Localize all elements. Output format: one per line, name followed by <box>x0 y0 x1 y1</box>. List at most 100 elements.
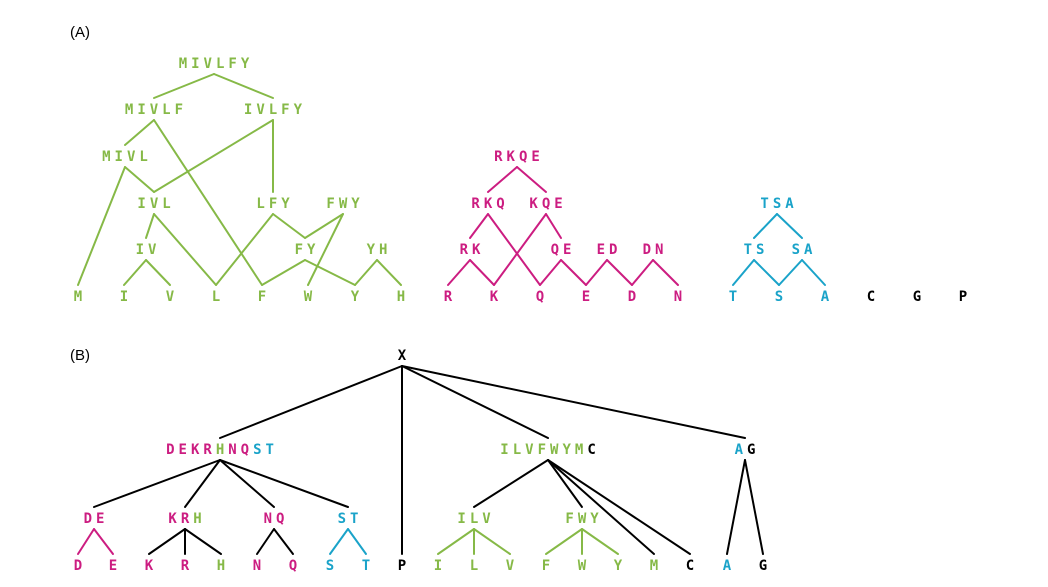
node-a-i-part-0: I <box>120 289 132 305</box>
edge-a-kqe-to-k <box>493 213 547 286</box>
node-b-ilvfwymc: ILVFWYMC <box>500 442 599 458</box>
edge-a-fwy-to-fy <box>304 213 344 239</box>
node-a-k-part-0: K <box>490 289 502 305</box>
node-b-krh-part-1: H <box>193 511 205 527</box>
node-b-ilvfwymc-part-0: ILVFWYM <box>500 442 587 458</box>
node-b-ilv: ILV <box>457 511 494 527</box>
edge-b-dekrhnqst-to-st <box>219 459 349 508</box>
node-b-x-part-0: X <box>398 348 410 364</box>
edge-a-mivl-to-ivl <box>124 166 155 193</box>
node-b-st-part-0: ST <box>338 511 363 527</box>
edge-b-dekrhnqst-to-de <box>93 459 221 508</box>
node-a-ed: ED <box>597 242 622 258</box>
edge-b-x-to-ag <box>401 365 746 439</box>
node-a-mivl-part-0: MIVL <box>102 149 152 165</box>
edge-a-ivl-to-l <box>153 213 217 286</box>
edge-b-nq-to-n <box>256 528 275 555</box>
edge-a-qe-to-e <box>560 259 587 286</box>
node-b-f: F <box>542 558 554 574</box>
node-a-q-part-0: Q <box>536 289 548 305</box>
node-a-g: G <box>913 289 925 305</box>
node-b-p-part-0: P <box>398 558 410 574</box>
node-a-n-part-0: N <box>674 289 686 305</box>
node-b-k-part-0: K <box>145 558 157 574</box>
node-b-n: N <box>253 558 265 574</box>
node-b-ilvfwymc-part-1: C <box>587 442 599 458</box>
edge-b-x-to-dekrhnqst <box>219 365 403 439</box>
edge-a-iv-to-v <box>145 259 171 286</box>
node-a-qe-part-0: QE <box>551 242 576 258</box>
node-a-l-part-0: L <box>212 289 224 305</box>
edge-b-st-to-t <box>347 528 367 555</box>
node-a-rkq-part-0: RKQ <box>471 196 508 212</box>
edge-a-lfy-to-l <box>215 213 274 286</box>
edge-a-sa-to-a <box>801 259 826 286</box>
node-a-f-part-0: F <box>258 289 270 305</box>
node-a-t-part-0: T <box>729 289 741 305</box>
node-a-ed-part-0: ED <box>597 242 622 258</box>
edge-a-ed-to-e <box>585 259 608 286</box>
node-b-dekrhnqst-part-1: H <box>216 442 228 458</box>
node-a-ivlfy-part-0: IVLFY <box>244 102 306 118</box>
node-a-fy: FY <box>295 242 320 258</box>
node-a-f: F <box>258 289 270 305</box>
edge-a-ts-to-s <box>753 259 780 286</box>
node-b-ag-part-1: G <box>747 442 759 458</box>
node-b-v-part-0: V <box>506 558 518 574</box>
node-b-krh-part-0: KR <box>168 511 193 527</box>
edge-a-ivlfy-to-ivl <box>153 119 274 193</box>
edge-b-fwy-to-y <box>581 528 619 555</box>
node-b-v: V <box>506 558 518 574</box>
node-a-mivlfy-part-0: MIVLFY <box>179 56 254 72</box>
edge-a-mivl-to-m <box>77 166 126 286</box>
edge-a-sa-to-s <box>778 259 803 286</box>
node-b-nq-part-0: NQ <box>264 511 289 527</box>
node-a-m-part-0: M <box>74 289 86 305</box>
node-a-rkqe-part-0: RKQE <box>494 149 544 165</box>
node-b-ag-part-0: A <box>735 442 747 458</box>
edge-b-ilvfwymc-to-ilv <box>473 459 549 508</box>
node-a-i: I <box>120 289 132 305</box>
node-b-y: Y <box>614 558 626 574</box>
edge-b-krh-to-k <box>148 528 186 555</box>
edge-b-nq-to-q <box>273 528 294 555</box>
node-a-kqe: KQE <box>529 196 566 212</box>
edge-a-rkq-to-rk <box>469 213 489 239</box>
edge-b-de-to-e <box>93 528 114 555</box>
node-b-h: H <box>217 558 229 574</box>
node-a-iv: IV <box>136 242 161 258</box>
edge-b-ilvfwymc-to-m <box>547 459 655 555</box>
node-b-t-part-0: T <box>362 558 374 574</box>
node-a-p-part-0: P <box>959 289 971 305</box>
panel-b-label: (B) <box>70 347 90 364</box>
node-a-sa-part-0: SA <box>792 242 817 258</box>
node-b-dekrhnqst-part-0: DEKR <box>166 442 216 458</box>
edge-a-kqe-to-qe <box>545 213 562 239</box>
panel-a-label: (A) <box>70 24 90 41</box>
node-b-r-part-0: R <box>181 558 193 574</box>
edge-a-mivlfy-to-ivlfy <box>213 73 274 99</box>
node-a-v-part-0: V <box>166 289 178 305</box>
node-a-r: R <box>444 289 456 305</box>
node-a-yh-part-0: YH <box>367 242 392 258</box>
node-a-dn-part-0: DN <box>643 242 668 258</box>
node-a-c-part-0: C <box>867 289 879 305</box>
node-b-s-part-0: S <box>326 558 338 574</box>
node-b-ag: AG <box>735 442 760 458</box>
node-b-x: X <box>398 348 410 364</box>
edge-b-ilvfwymc-to-fwy <box>547 459 583 508</box>
node-a-dn: DN <box>643 242 668 258</box>
node-a-v: V <box>166 289 178 305</box>
node-a-h-part-0: H <box>397 289 409 305</box>
node-a-mivlfy: MIVLFY <box>179 56 254 72</box>
node-a-qe: QE <box>551 242 576 258</box>
node-b-dekrhnqst-part-3: ST <box>253 442 278 458</box>
edge-a-rkq-to-q <box>487 213 541 286</box>
node-a-m: M <box>74 289 86 305</box>
node-a-q: Q <box>536 289 548 305</box>
edge-b-st-to-s <box>329 528 349 555</box>
node-a-r-part-0: R <box>444 289 456 305</box>
node-b-fwy-part-0: FWY <box>565 511 602 527</box>
node-b-a-part-0: A <box>723 558 735 574</box>
